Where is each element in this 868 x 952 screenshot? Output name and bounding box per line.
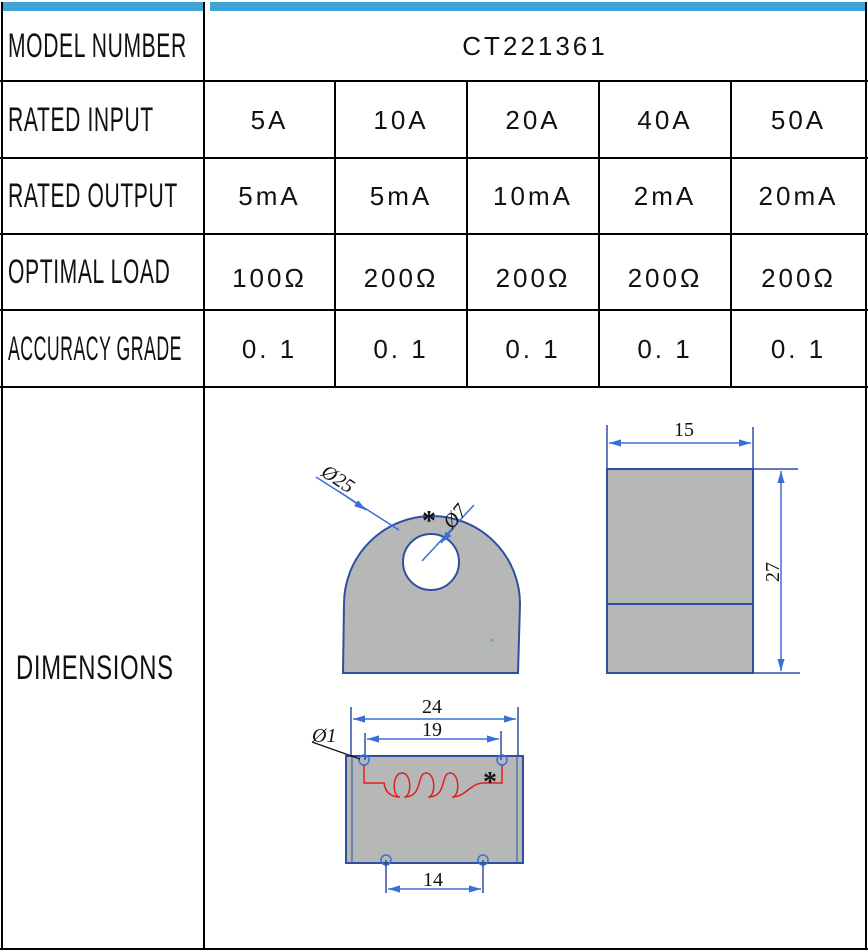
coil-icon: [363, 765, 503, 798]
border-bottom: [0, 948, 868, 950]
rated-output-value: 2mA: [633, 181, 697, 211]
rated-output-value: 5mA: [238, 181, 301, 211]
optimal-load-value: 200Ω: [761, 262, 836, 293]
bottom-width-label: 24: [422, 696, 442, 718]
optimal-load-label-cell: OPTIMAL LOAD: [0, 235, 204, 310]
rated-output-value: 20mA: [758, 181, 839, 211]
model-number-value: CT221361: [462, 30, 608, 61]
polarity-mark: *: [422, 506, 436, 537]
row-divider: [0, 157, 868, 159]
border-left: [1, 2, 3, 950]
rated-input-value: 10A: [373, 104, 429, 135]
row-divider: [0, 309, 868, 311]
accuracy-grade-value: 0. 1: [770, 333, 827, 364]
model-number-label-cell: MODEL NUMBER: [0, 11, 204, 81]
side-height-label: 27: [762, 562, 784, 582]
optimal-load-value: 200Ω: [363, 262, 439, 293]
border-right: [865, 2, 867, 950]
side-width-label: 15: [674, 419, 694, 441]
polarity-mark: *: [483, 767, 497, 798]
rated-input-label-cell: RATED INPUT: [0, 82, 204, 158]
pin-diameter-label: Ø1: [311, 725, 336, 747]
side-view: 15 27: [606, 419, 800, 674]
accuracy-grade-value: 0. 1: [241, 333, 298, 364]
column-divider: [203, 2, 205, 950]
optimal-load-value: 200Ω: [627, 262, 703, 293]
bottom-view: 24 19 Ø1 14 *: [311, 696, 524, 893]
center-mark: ×: [490, 636, 495, 645]
front-view: Ø25 Ø7 * ×: [315, 460, 522, 674]
accuracy-grade-label: ACCURACY GRADE: [8, 329, 182, 368]
optimal-load-value: 200Ω: [495, 262, 571, 293]
optimal-load-value: 100Ω: [232, 262, 307, 293]
row-divider: [0, 386, 868, 388]
row-divider: [0, 80, 868, 82]
rated-output-value: 10mA: [493, 181, 573, 211]
accuracy-grade-label-cell: ACCURACY GRADE: [0, 311, 204, 387]
rated-input-label: RATED INPUT: [8, 100, 154, 139]
model-number-label: MODEL NUMBER: [8, 26, 187, 65]
dimensions-label-cell: DIMENSIONS: [0, 388, 204, 948]
outer-diameter-label: Ø25: [316, 460, 358, 498]
rated-input-value: 50A: [770, 104, 827, 135]
rated-input-value: 5A: [250, 104, 289, 135]
accuracy-grade-value: 0. 1: [505, 333, 561, 364]
rated-input-value: 20A: [505, 104, 561, 135]
header-bar-right: [210, 2, 866, 11]
row-divider: [0, 233, 868, 235]
dimensions-label: DIMENSIONS: [16, 648, 174, 687]
accuracy-grade-value: 0. 1: [373, 333, 429, 364]
accuracy-grade-value: 0. 1: [637, 333, 693, 364]
rated-output-value: 5mA: [369, 181, 433, 211]
optimal-load-label: OPTIMAL LOAD: [8, 253, 171, 291]
pin-spacing-bottom-label: 14: [423, 869, 443, 891]
rated-output-label-cell: RATED OUTPUT: [0, 159, 204, 234]
header-bar-left: [2, 2, 203, 11]
rated-input-value: 40A: [637, 104, 693, 135]
pin-spacing-top-label: 19: [422, 719, 442, 741]
rated-output-label: RATED OUTPUT: [8, 177, 178, 215]
